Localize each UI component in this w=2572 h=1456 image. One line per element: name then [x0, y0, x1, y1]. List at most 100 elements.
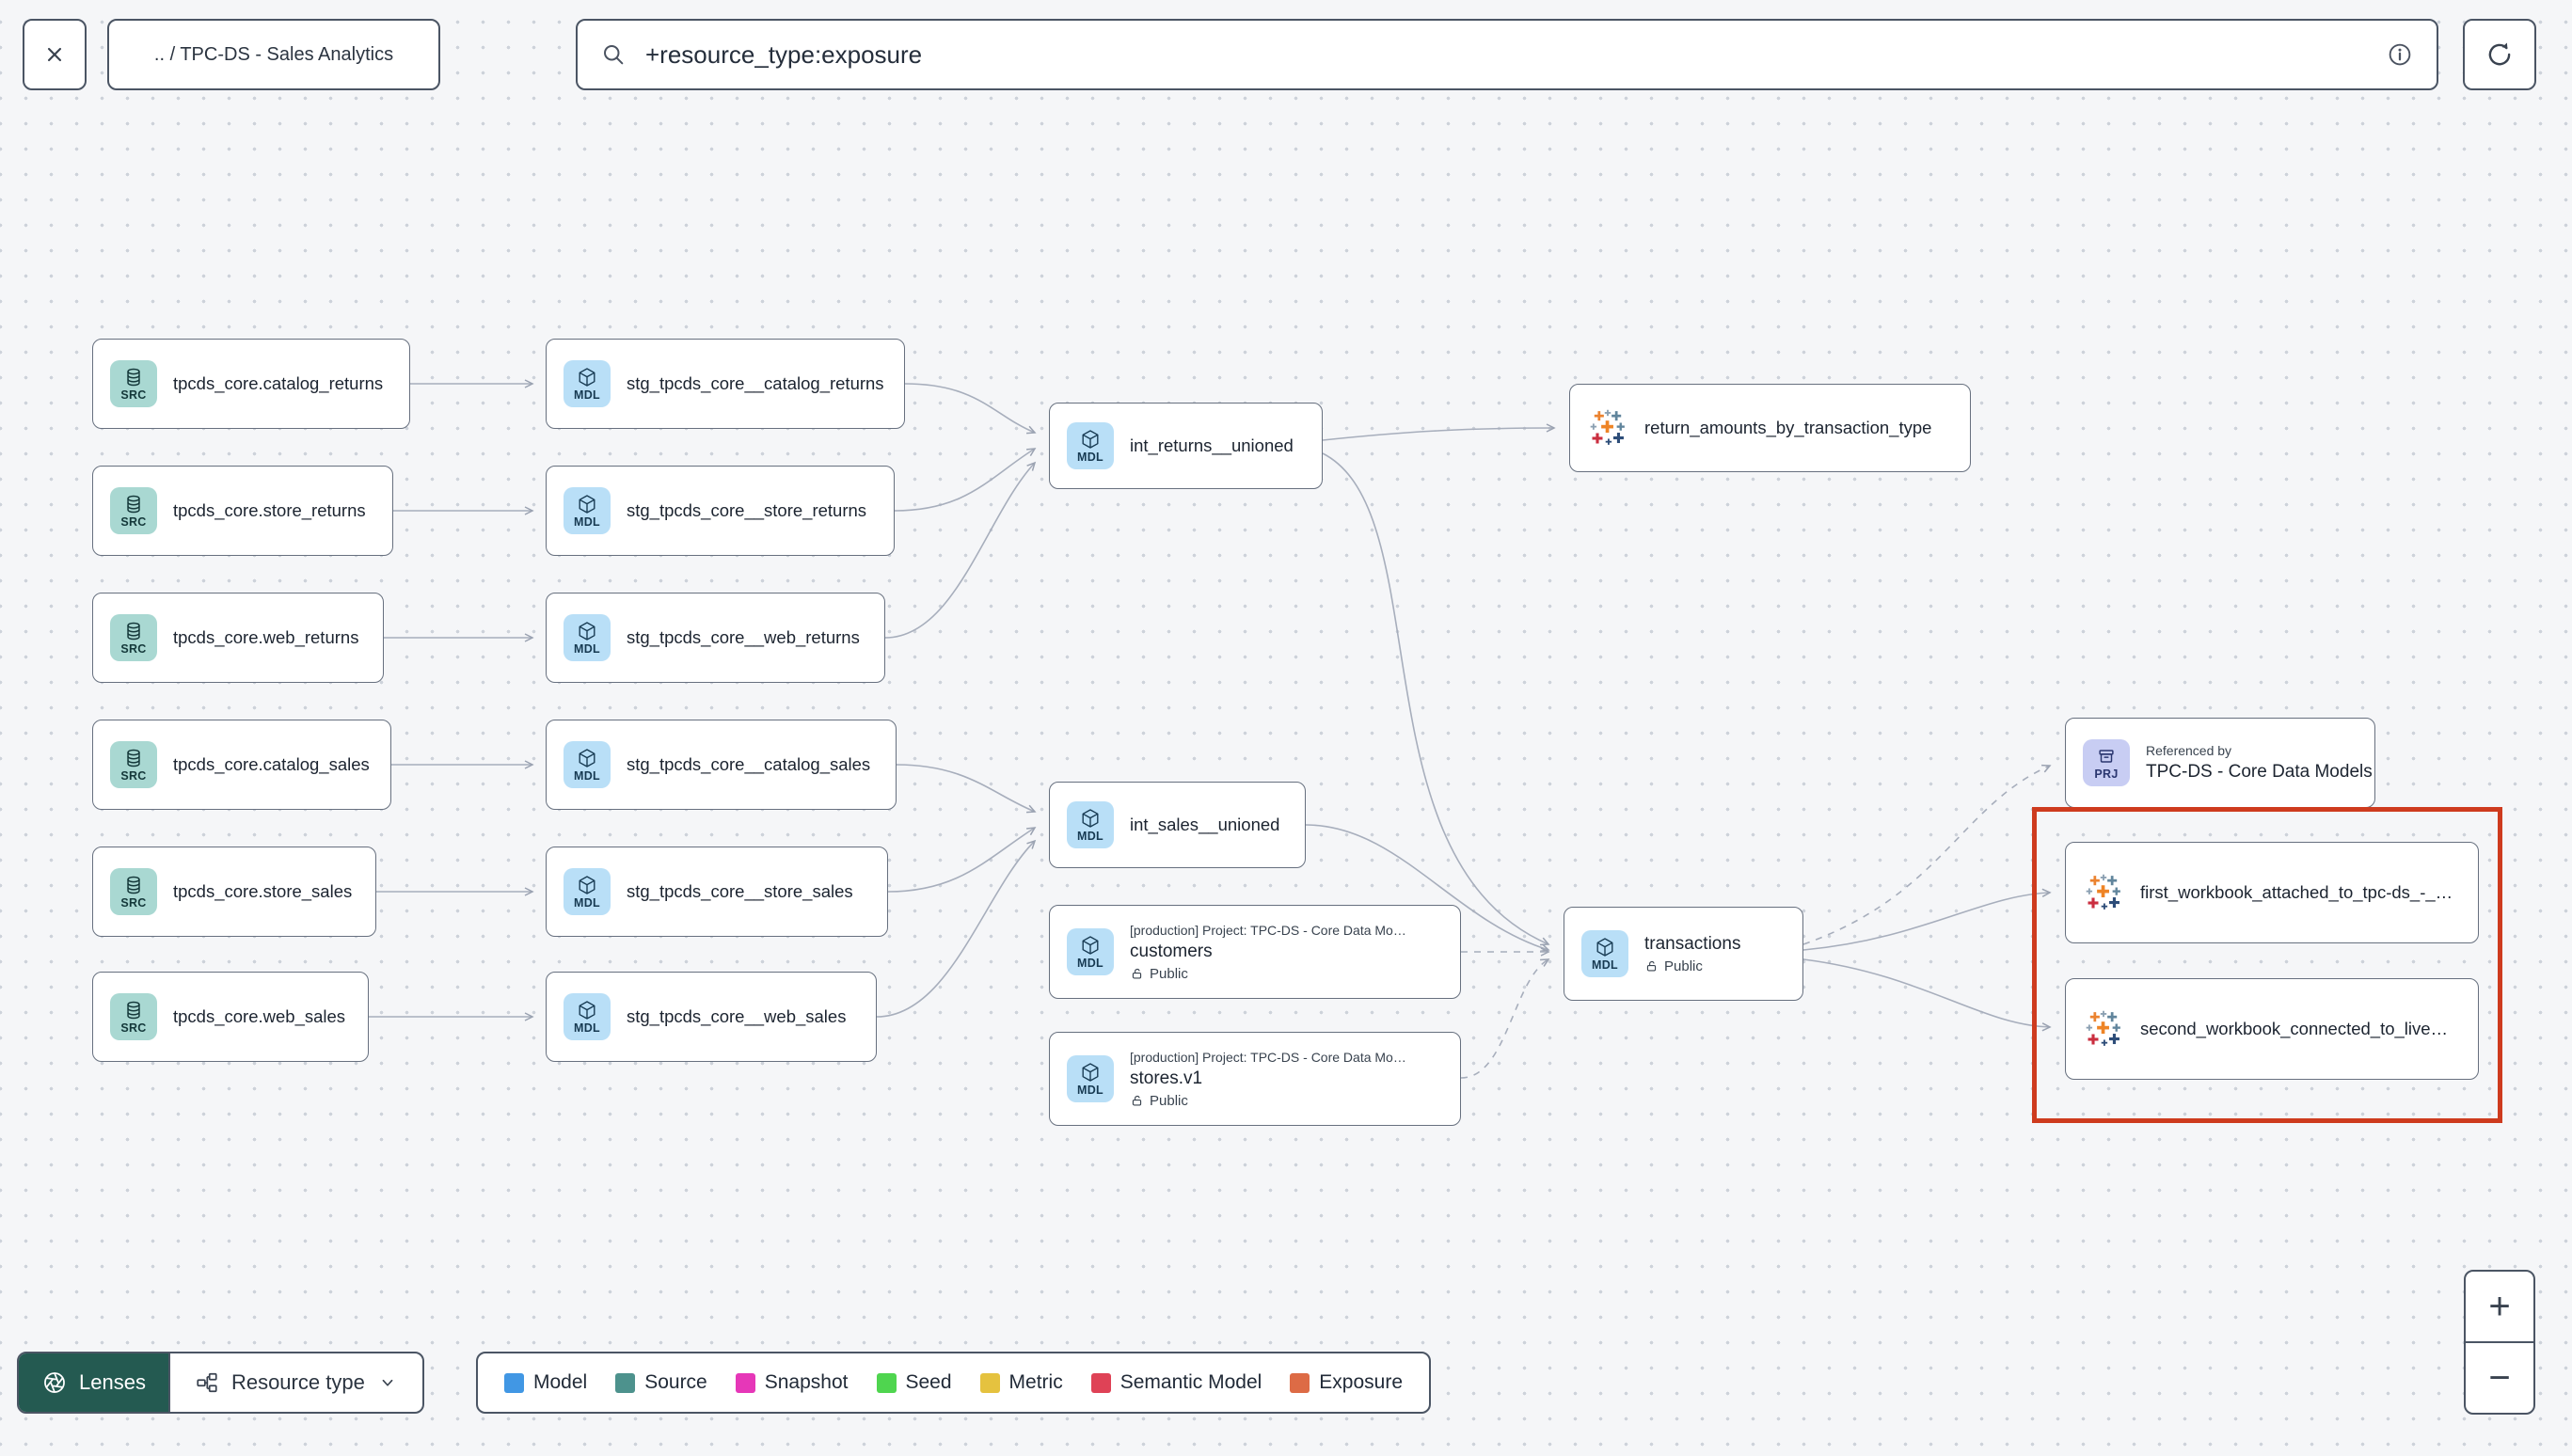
legend-item-snapshot: Snapshot: [735, 1371, 849, 1394]
node-project-label: [production] Project: TPC-DS - Core Data…: [1130, 1049, 1406, 1065]
model-resource-chip: MDL: [564, 868, 611, 915]
zoom-controls: + −: [2464, 1270, 2535, 1415]
database-icon: [123, 621, 144, 641]
node-label: return_amounts_by_transaction_type: [1644, 418, 1932, 437]
node-model-int-sales-unioned[interactable]: MDL int_sales__unioned: [1049, 782, 1306, 868]
node-label: stg_tpcds_core__web_returns: [627, 627, 860, 647]
node-model-customers[interactable]: MDL [production] Project: TPC-DS - Core …: [1049, 905, 1461, 999]
node-model-int-returns-unioned[interactable]: MDL int_returns__unioned: [1049, 403, 1323, 489]
node-project-label: [production] Project: TPC-DS - Core Data…: [1130, 922, 1406, 938]
close-button[interactable]: [23, 19, 87, 90]
source-swatch: [615, 1372, 636, 1393]
cube-icon: [577, 621, 597, 641]
seed-swatch: [876, 1372, 897, 1393]
model-resource-chip: MDL: [564, 487, 611, 534]
node-source-web-returns[interactable]: SRC tpcds_core.web_returns: [92, 593, 384, 683]
node-label: stg_tpcds_core__web_sales: [627, 1006, 847, 1026]
node-model-stores-v1[interactable]: MDL [production] Project: TPC-DS - Core …: [1049, 1032, 1461, 1126]
node-model-stg-catalog-sales[interactable]: MDL stg_tpcds_core__catalog_sales: [546, 720, 897, 810]
node-label: stores.v1: [1130, 1068, 1203, 1088]
cube-icon: [577, 367, 597, 388]
cube-icon: [1080, 1062, 1101, 1083]
model-resource-chip: MDL: [1067, 1055, 1114, 1102]
node-model-stg-web-returns[interactable]: MDL stg_tpcds_core__web_returns: [546, 593, 885, 683]
cube-icon: [1080, 808, 1101, 829]
model-resource-chip: MDL: [564, 741, 611, 788]
node-model-stg-store-sales[interactable]: MDL stg_tpcds_core__store_sales: [546, 847, 888, 937]
resource-type-dropdown[interactable]: Resource type: [167, 1353, 422, 1412]
search-input[interactable]: [643, 39, 2386, 71]
refresh-button[interactable]: [2463, 19, 2536, 90]
node-label: tpcds_core.web_returns: [173, 627, 359, 647]
lock-open-icon: [1130, 1094, 1144, 1108]
referenced-by-label: Referenced by: [2146, 743, 2232, 758]
node-label: second_workbook_connected_to_live…: [2140, 1019, 2449, 1038]
database-icon: [123, 875, 144, 895]
search-bar[interactable]: [576, 19, 2438, 90]
tableau-icon: [2083, 872, 2124, 913]
cube-icon: [577, 875, 597, 895]
legend-item-metric: Metric: [979, 1371, 1063, 1394]
lock-open-icon: [1644, 959, 1659, 973]
source-resource-chip: SRC: [110, 487, 157, 534]
refresh-icon: [2488, 42, 2511, 66]
node-source-store-sales[interactable]: SRC tpcds_core.store_sales: [92, 847, 376, 937]
node-label: tpcds_core.store_returns: [173, 500, 366, 520]
node-model-stg-store-returns[interactable]: MDL stg_tpcds_core__store_returns: [546, 466, 895, 556]
node-exposure-second-workbook[interactable]: second_workbook_connected_to_live…: [2065, 978, 2479, 1080]
resource-type-label: Resource type: [230, 1370, 365, 1394]
node-label: stg_tpcds_core__catalog_sales: [627, 754, 871, 774]
resource-type-legend: Model Source Snapshot Seed Metric Semant…: [476, 1352, 1432, 1414]
node-project-referenced-by[interactable]: PRJ Referenced by TPC-DS - Core Data Mod…: [2065, 718, 2375, 808]
node-source-web-sales[interactable]: SRC tpcds_core.web_sales: [92, 972, 369, 1062]
node-source-catalog-returns[interactable]: SRC tpcds_core.catalog_returns: [92, 339, 410, 429]
node-label: first_workbook_attached_to_tpc-ds_-_…: [2140, 882, 2453, 902]
legend-item-model: Model: [504, 1371, 587, 1394]
source-resource-chip: SRC: [110, 741, 157, 788]
legend-item-semantic-model: Semantic Model: [1090, 1371, 1262, 1394]
snapshot-swatch: [735, 1372, 755, 1393]
cube-icon: [1080, 935, 1101, 956]
node-label: tpcds_core.catalog_sales: [173, 754, 370, 774]
cube-icon: [577, 494, 597, 514]
node-model-stg-web-sales[interactable]: MDL stg_tpcds_core__web_sales: [546, 972, 877, 1062]
lock-open-icon: [1130, 967, 1144, 981]
model-resource-chip: MDL: [564, 360, 611, 407]
chevron-down-icon: [382, 1379, 393, 1386]
project-resource-chip: PRJ: [2083, 739, 2130, 786]
model-resource-chip: MDL: [564, 993, 611, 1040]
source-resource-chip: SRC: [110, 993, 157, 1040]
model-resource-chip: MDL: [1067, 422, 1114, 469]
source-resource-chip: SRC: [110, 614, 157, 661]
model-resource-chip: MDL: [1581, 930, 1628, 977]
database-icon: [123, 1000, 144, 1021]
breadcrumb[interactable]: .. / TPC-DS - Sales Analytics: [107, 19, 440, 90]
node-label: customers: [1130, 941, 1213, 961]
node-label: stg_tpcds_core__store_sales: [627, 881, 853, 901]
node-source-store-returns[interactable]: SRC tpcds_core.store_returns: [92, 466, 393, 556]
access-badge: Public: [1644, 958, 1740, 974]
node-label: stg_tpcds_core__catalog_returns: [627, 373, 884, 393]
cube-icon: [577, 1000, 597, 1021]
breadcrumb-label: .. / TPC-DS - Sales Analytics: [153, 43, 394, 65]
node-exposure-return-amounts[interactable]: return_amounts_by_transaction_type: [1569, 384, 1971, 472]
node-label: transactions: [1644, 933, 1741, 954]
lenses-button[interactable]: Lenses: [19, 1353, 168, 1412]
close-icon: [47, 47, 62, 62]
database-icon: [123, 748, 144, 768]
node-label: int_sales__unioned: [1130, 815, 1280, 834]
node-model-stg-catalog-returns[interactable]: MDL stg_tpcds_core__catalog_returns: [546, 339, 905, 429]
lens-aperture-icon: [44, 1372, 65, 1393]
node-label: stg_tpcds_core__store_returns: [627, 500, 867, 520]
node-exposure-first-workbook[interactable]: first_workbook_attached_to_tpc-ds_-_…: [2065, 842, 2479, 943]
node-source-catalog-sales[interactable]: SRC tpcds_core.catalog_sales: [92, 720, 391, 810]
semantic-model-swatch: [1090, 1372, 1111, 1393]
zoom-in-button[interactable]: +: [2466, 1272, 2533, 1343]
zoom-out-button[interactable]: −: [2488, 1356, 2511, 1399]
info-icon[interactable]: [2386, 40, 2414, 69]
lenses-control: Lenses Resource type: [17, 1352, 424, 1414]
access-badge: Public: [1130, 1093, 1406, 1109]
exposure-swatch: [1290, 1372, 1310, 1393]
access-badge: Public: [1130, 966, 1406, 982]
node-model-transactions[interactable]: MDL transactions Public: [1564, 907, 1803, 1001]
